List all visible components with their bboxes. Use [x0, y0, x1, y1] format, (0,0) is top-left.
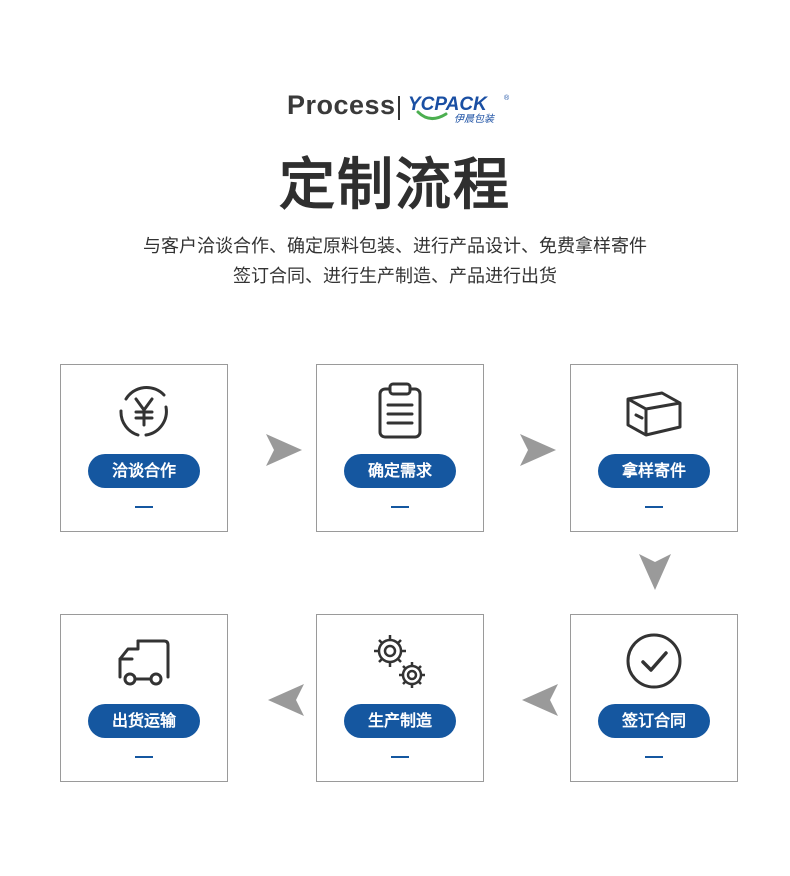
step-label: 洽谈合作 — [88, 454, 200, 488]
ycpack-logo: YCPACK ® 伊晨包装 — [408, 94, 510, 125]
check-circle-icon — [626, 633, 682, 689]
step-underline — [645, 506, 663, 508]
step-card-sample: 拿样寄件 — [570, 364, 738, 532]
arrow-right-icon — [266, 434, 302, 466]
brand-header: Process YCPACK ® 伊晨包装 — [0, 88, 790, 128]
page-title: 定制流程 — [279, 153, 511, 218]
description-line-2: 签订合同、进行生产制造、产品进行出货 — [233, 266, 557, 287]
process-heading: Process — [287, 90, 396, 120]
step-card-contract: 签订合同 — [570, 614, 738, 782]
step-label: 出货运输 — [88, 704, 200, 738]
brand-mark: ® — [504, 94, 510, 102]
step-underline — [645, 756, 663, 758]
arrow-left-icon — [522, 684, 558, 716]
step-underline — [391, 756, 409, 758]
yen-coin-icon — [119, 385, 168, 437]
header-divider — [398, 96, 400, 120]
arrow-left-icon — [268, 684, 304, 716]
step-card-production: 生产制造 — [316, 614, 484, 782]
step-underline — [135, 506, 153, 508]
description-line-1: 与客户洽谈合作、确定原料包装、进行产品设计、免费拿样寄件 — [143, 236, 647, 257]
step-card-requirements: 确定需求 — [316, 364, 484, 532]
step-label: 签订合同 — [598, 704, 710, 738]
step-label: 确定需求 — [344, 454, 456, 488]
truck-icon — [118, 639, 170, 686]
arrow-down-icon — [639, 554, 671, 590]
step-underline — [391, 506, 409, 508]
step-underline — [135, 756, 153, 758]
arrow-right-icon — [520, 434, 556, 466]
clipboard-icon — [378, 382, 422, 439]
step-card-negotiate: 洽谈合作 — [60, 364, 228, 532]
step-label: 生产制造 — [344, 704, 456, 738]
step-card-shipping: 出货运输 — [60, 614, 228, 782]
step-label: 拿样寄件 — [598, 454, 710, 488]
box-icon — [626, 391, 682, 437]
brand-cn: 伊晨包装 — [454, 113, 496, 125]
brand-name: YCPACK — [408, 94, 488, 115]
gears-icon — [374, 635, 425, 688]
